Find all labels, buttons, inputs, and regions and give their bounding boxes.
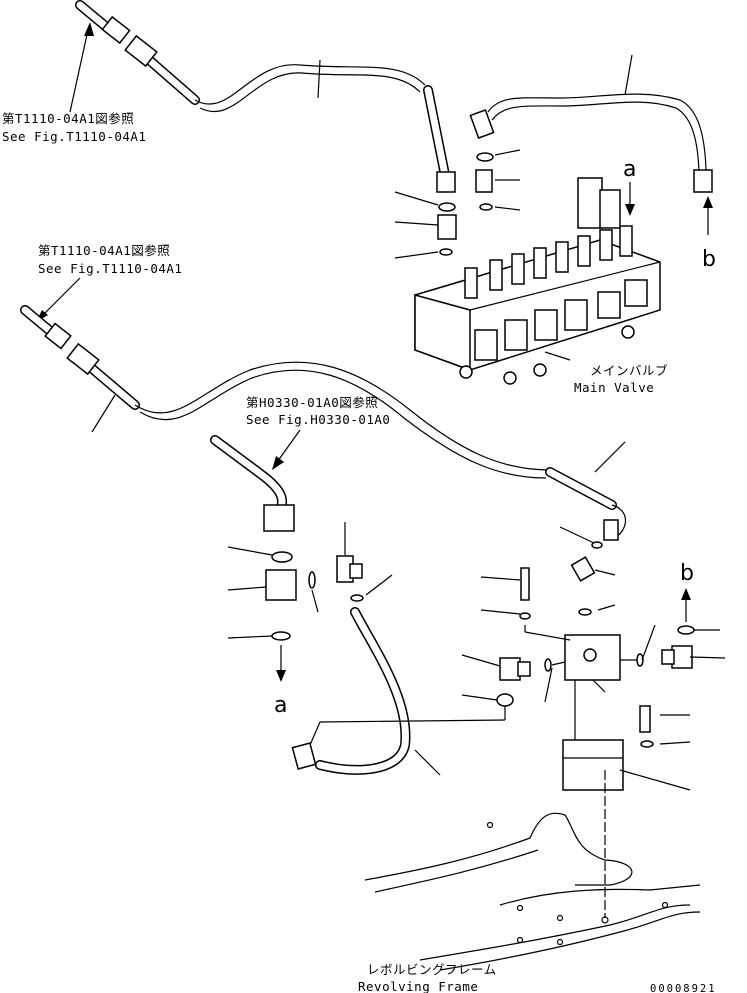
b-arrow-top xyxy=(703,196,713,235)
lower-block xyxy=(562,680,691,791)
ref1-arrow xyxy=(69,22,94,113)
main-valve xyxy=(414,177,661,385)
leader xyxy=(544,351,571,361)
marker-a-top: a xyxy=(623,157,636,182)
figure-number: 00008921 xyxy=(650,983,717,993)
a-arrow-top xyxy=(625,182,635,216)
leader xyxy=(414,749,441,776)
fitting-stack-left xyxy=(227,546,297,682)
ref2-en-text: See Fig.T1110-04A1 xyxy=(38,261,182,276)
fittings-top xyxy=(394,149,521,259)
frame-en: Revolving Frame xyxy=(358,979,478,993)
ref3-en-text: See Fig.H0330-01A0 xyxy=(246,412,390,427)
ref3-arrow xyxy=(272,429,301,470)
ref2-jp-text: 第T1110-04A1図参照 xyxy=(38,243,170,258)
block-valve xyxy=(524,624,656,703)
ref1-jp-text: 第T1110-04A1図参照 xyxy=(2,111,134,126)
leader xyxy=(594,441,626,473)
frame-jp: レボルビングフレーム xyxy=(367,962,497,977)
elbow-hose xyxy=(210,435,295,532)
fittings-center-right xyxy=(480,526,616,620)
elbow-left-small xyxy=(309,654,531,746)
marker-b-mid: b xyxy=(680,561,694,586)
ref1-en-text: See Fig.T1110-04A1 xyxy=(2,129,146,144)
ref2-arrow xyxy=(36,277,81,322)
elbow-right-small xyxy=(661,588,726,669)
leader xyxy=(624,54,633,96)
hose-top-left xyxy=(75,0,456,193)
hose-lower xyxy=(291,607,411,775)
marker-b-right: b xyxy=(702,247,716,272)
hose-top-right xyxy=(469,93,713,193)
leader xyxy=(317,59,321,99)
leader xyxy=(91,394,116,433)
marker-a-bottom: a xyxy=(274,693,287,718)
revolving-frame xyxy=(364,770,701,971)
elbow-fitting-center xyxy=(308,522,393,613)
ref3-jp-text: 第H0330-01A0図参照 xyxy=(246,395,378,410)
main-valve-jp: メインバルブ xyxy=(590,363,668,378)
hose-mid-left xyxy=(20,305,627,541)
main-valve-en: Main Valve xyxy=(574,380,654,395)
